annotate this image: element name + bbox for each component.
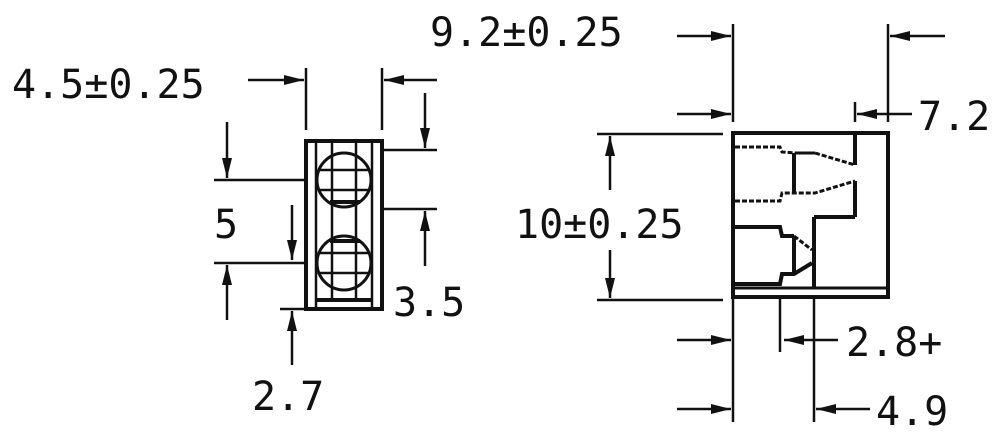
dim-height-label: 10±0.25: [515, 202, 684, 248]
dim-inner-label: 7.2: [918, 94, 990, 140]
dim-depth-label: 9.2±0.25: [430, 10, 623, 56]
left-body-outline: [304, 139, 384, 311]
dim-pitch-label: 5: [214, 202, 238, 248]
right-body-outline: [731, 131, 890, 299]
dim-pin-a-label: 2.8+: [846, 320, 942, 366]
dim-hole-label: 3.5: [393, 280, 465, 326]
right-view: 9.2±0.25 7.2 10±0.25 2.8+ 4.9: [430, 10, 990, 435]
dim-width-label: 4.5±0.25: [12, 62, 205, 108]
hole-circle-top: [315, 151, 373, 209]
hole-circle-bottom: [315, 234, 373, 292]
dim-bottom-label: 2.7: [252, 374, 324, 420]
dim-pin-b-label: 4.9: [876, 389, 948, 435]
left-view: 4.5±0.25 5 3.5 2.7: [12, 62, 465, 420]
